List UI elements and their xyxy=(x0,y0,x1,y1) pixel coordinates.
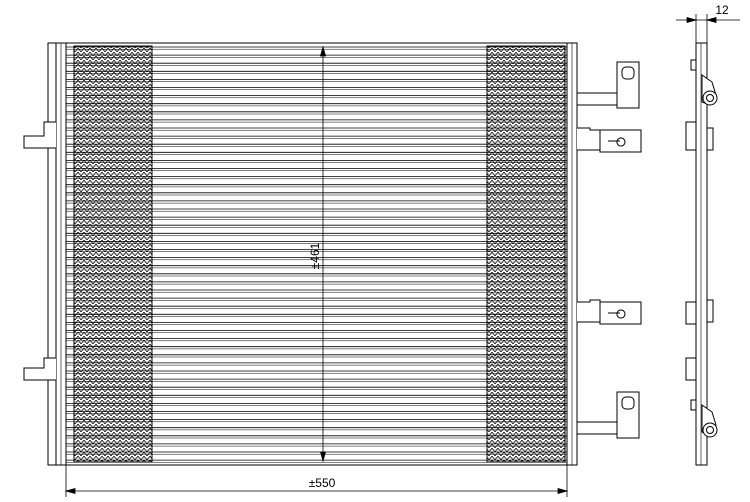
depth-arrow-right xyxy=(705,16,717,24)
width-dimension-label: ±550 xyxy=(309,476,336,490)
front-view xyxy=(23,42,642,466)
left-bracket-top xyxy=(23,121,56,149)
side-bracket-3 xyxy=(685,301,697,325)
dimension-lines xyxy=(64,14,740,497)
left-bracket-bottom xyxy=(23,357,56,381)
left-fin-area xyxy=(73,45,153,463)
side-pipe-fitting-bottom xyxy=(701,404,718,438)
depth-dimension-label: 12 xyxy=(715,3,729,17)
right-bracket-upper xyxy=(577,127,642,153)
side-bracket-1 xyxy=(685,121,697,151)
side-view xyxy=(685,42,718,466)
side-profile xyxy=(695,42,708,466)
side-bracket-4 xyxy=(706,299,714,323)
side-bracket-2 xyxy=(706,127,714,151)
right-bracket-lower xyxy=(577,299,642,325)
height-arrow-top xyxy=(319,45,327,57)
width-arrow-left xyxy=(64,487,76,495)
right-pipe-connection-bottom xyxy=(576,391,640,439)
width-arrow-right xyxy=(557,487,569,495)
tube-lines xyxy=(66,46,567,463)
side-bracket-5 xyxy=(685,357,697,381)
height-dimension-label: ±461 xyxy=(308,242,322,269)
depth-arrow-left xyxy=(686,16,698,24)
left-side-rail xyxy=(47,42,57,466)
right-pipe-connection-top xyxy=(576,61,640,109)
right-fin-area xyxy=(486,45,566,463)
height-arrow-bottom xyxy=(319,451,327,463)
side-pipe-fitting-top xyxy=(701,74,718,106)
